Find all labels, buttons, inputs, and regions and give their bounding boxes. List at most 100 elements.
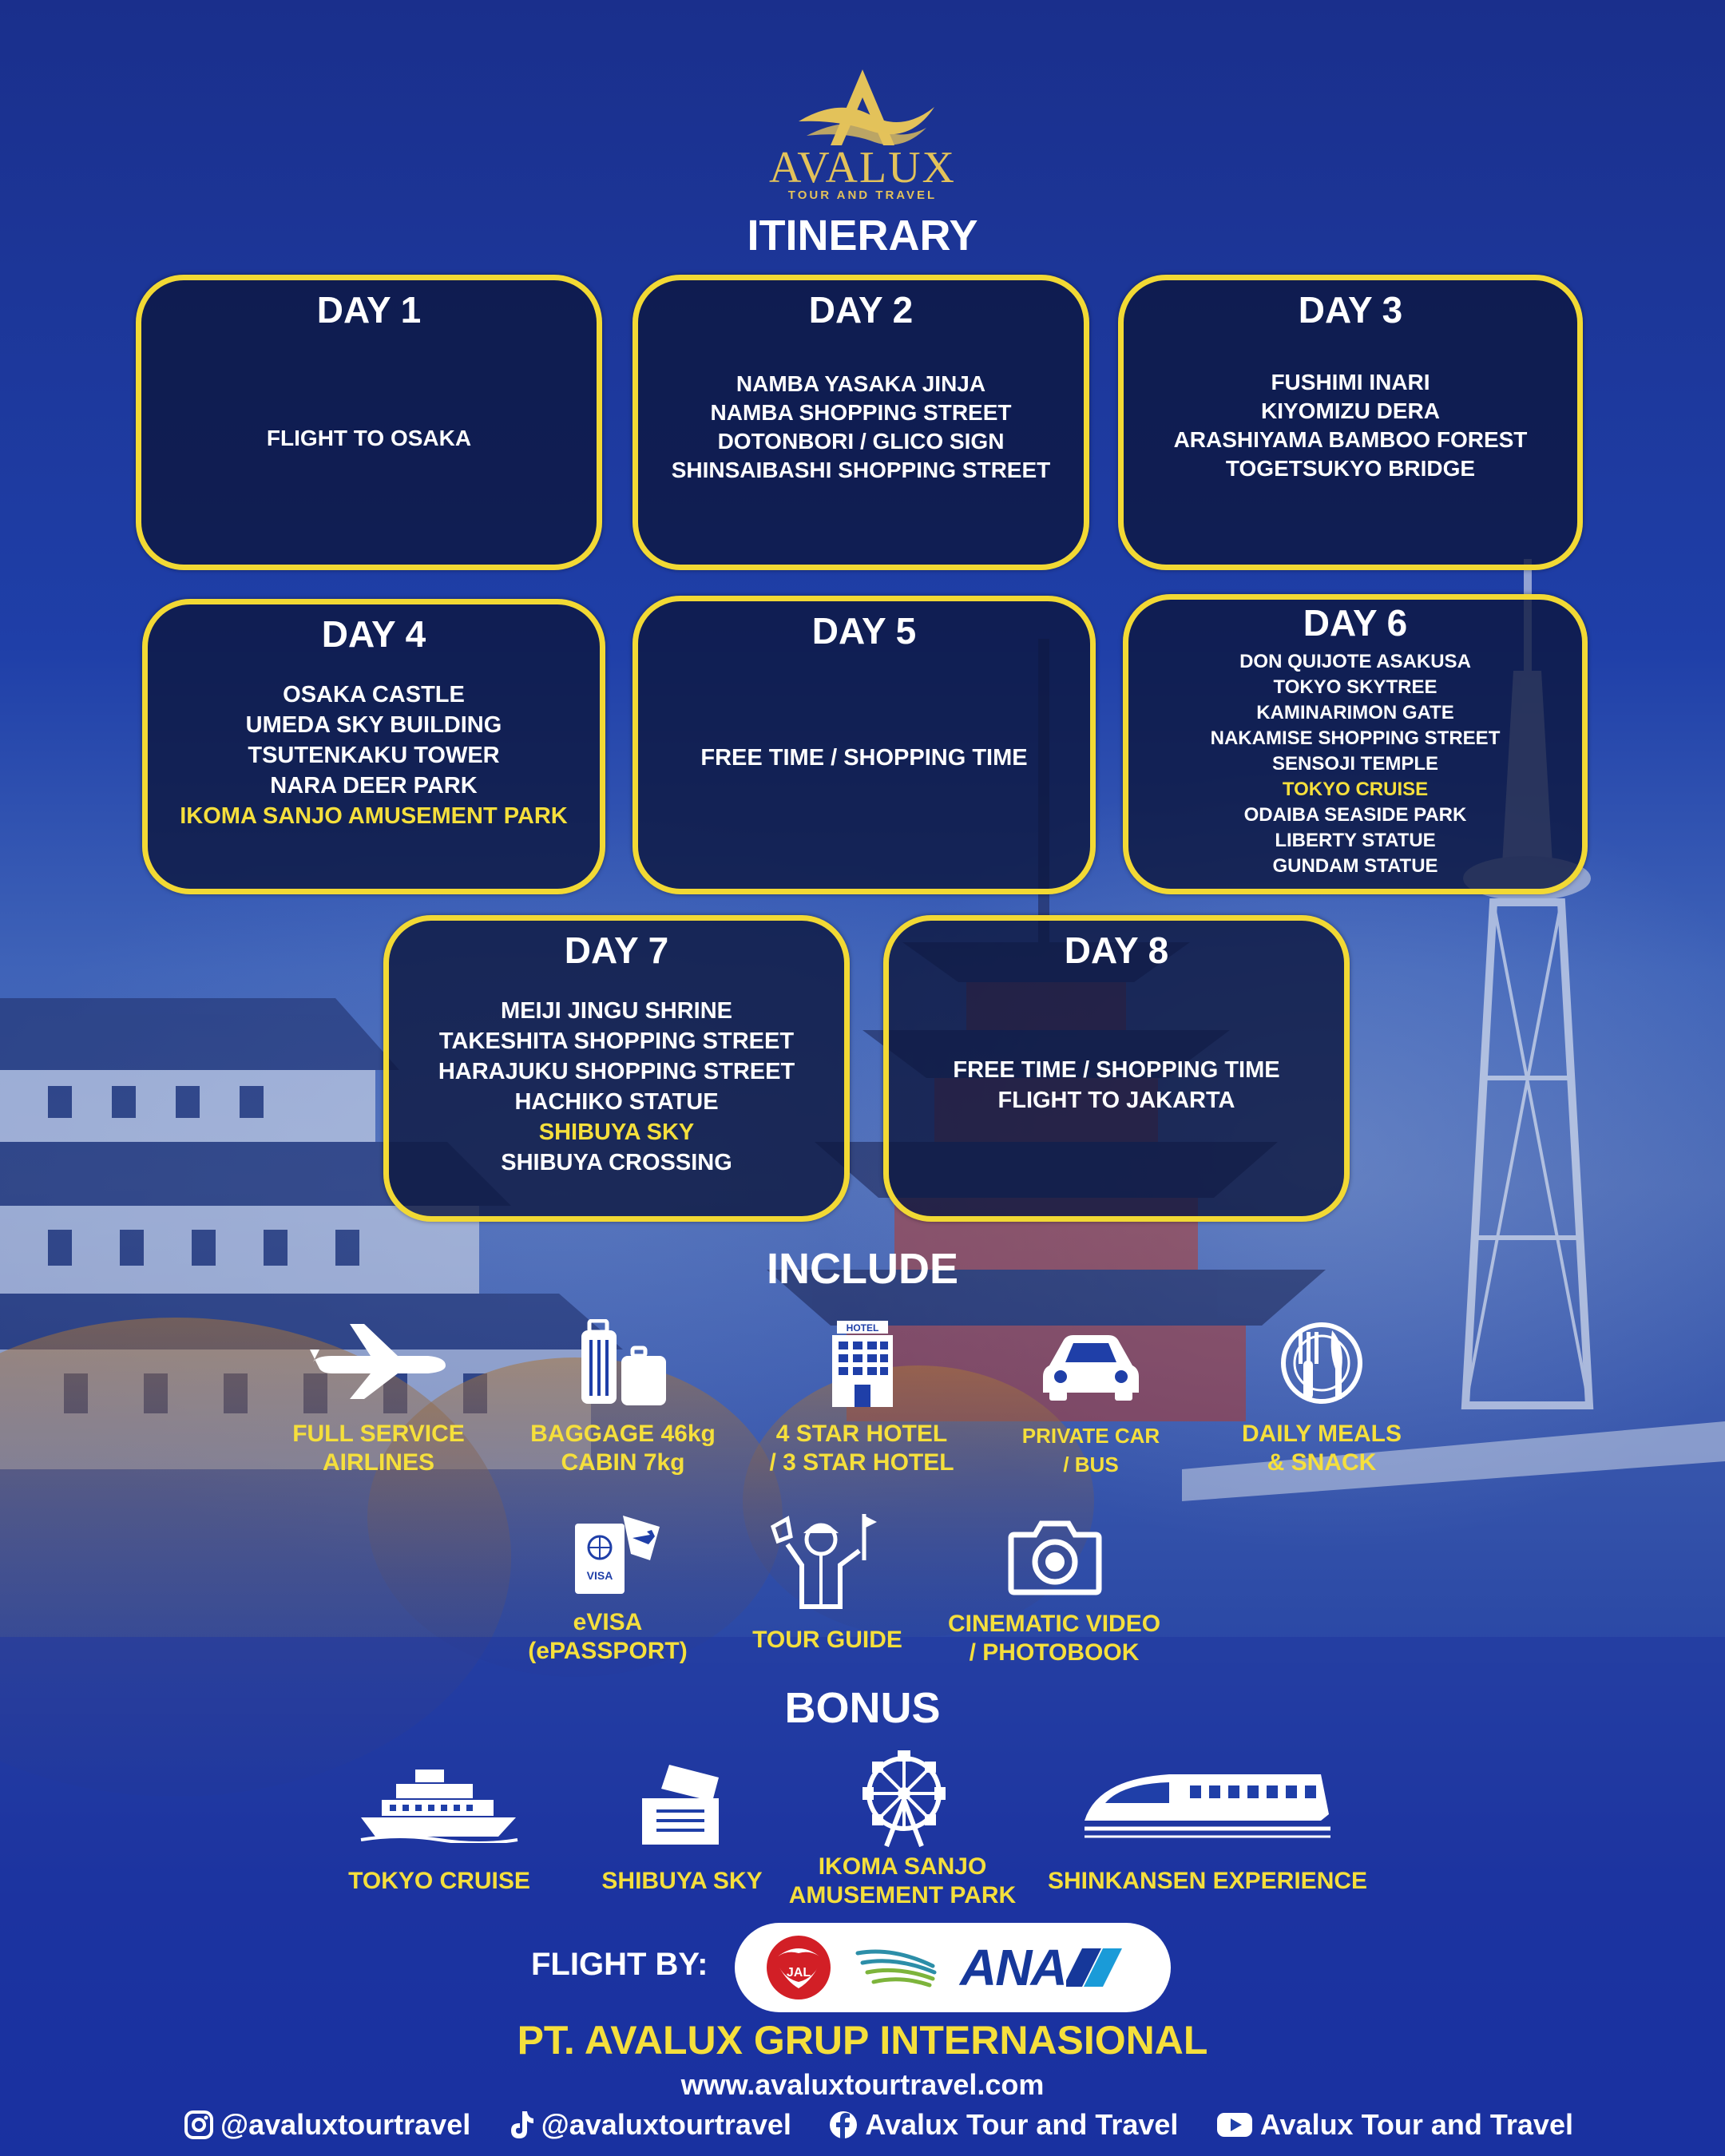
day-item: NAMBA YASAKA JINJA (736, 371, 986, 396)
include-label-line1: PRIVATE CAR (1021, 1424, 1160, 1448)
day-card-5: DAY 5 FREE TIME / SHOPPING TIME (632, 596, 1096, 894)
day-items: FUSHIMI INARI KIYOMIZU DERA ARASHIYAMA B… (1124, 368, 1577, 483)
day-item: LIBERTY STATUE (1275, 830, 1436, 851)
tour-guide-icon (770, 1514, 877, 1609)
day-label: DAY 5 (811, 610, 917, 652)
jal-text: JAL (787, 1966, 811, 1980)
day-item: GUNDAM STATUE (1272, 855, 1438, 877)
include-item-cinematic: CINEMATIC VIDEO / PHOTOBOOK (928, 1610, 1180, 1667)
bonus-label-line1: IKOMA SANJO (818, 1853, 987, 1880)
day-item: SHINSAIBASHI SHOPPING STREET (671, 458, 1051, 482)
include-title: INCLUDE (767, 1245, 958, 1293)
instagram-icon (184, 2110, 213, 2139)
bonus-item-shinkansen: SHINKANSEN EXPERIENCE (1038, 1867, 1377, 1896)
youtube-link[interactable]: Avalux Tour and Travel (1215, 2108, 1573, 2142)
itinerary-title: ITINERARY (747, 212, 978, 260)
bonus-label-line1: TOKYO CRUISE (348, 1868, 530, 1894)
garuda-bird-logo (855, 1949, 937, 1988)
day-label: DAY 3 (1298, 289, 1403, 331)
jal-crane-logo: JAL (767, 1936, 831, 1999)
include-item-airlines: FULL SERVICE AIRLINES (275, 1420, 482, 1477)
cruise-ship-icon (360, 1770, 518, 1843)
website-link[interactable]: www.avaluxtourtravel.com (680, 2068, 1045, 2101)
bonus-item-cruise: TOKYO CRUISE (335, 1867, 543, 1896)
day-card-8: DAY 8 FREE TIME / SHOPPING TIME FLIGHT T… (883, 915, 1350, 1222)
include-label-line1: CINEMATIC VIDEO (947, 1611, 1161, 1637)
tiktok-link[interactable]: @avaluxtourtravel (508, 2108, 791, 2142)
day-label: DAY 8 (1064, 929, 1169, 971)
avalux-logo-icon (799, 69, 934, 145)
day-item: SHIBUYA CROSSING (501, 1150, 732, 1175)
include-label-line1: 4 STAR HOTEL (775, 1421, 948, 1447)
day-items: MEIJI JINGU SHRINE TAKESHITA SHOPPING ST… (389, 996, 844, 1178)
youtube-handle: Avalux Tour and Travel (1259, 2108, 1573, 2141)
ticket-icon (642, 1765, 719, 1845)
ana-text: ANA (960, 1939, 1068, 1996)
day-label: DAY 1 (316, 289, 422, 331)
day-item: HACHIKO STATUE (514, 1089, 719, 1115)
camera-icon (1008, 1520, 1102, 1595)
day-item: FUSHIMI INARI (1271, 370, 1430, 394)
day-items: DON QUIJOTE ASAKUSA TOKYO SKYTREE KAMINA… (1128, 649, 1582, 879)
bonus-item-ikoma: IKOMA SANJO AMUSEMENT PARK (783, 1853, 1022, 1910)
day-item: OSAKA CASTLE (283, 682, 465, 707)
brand-name: AVALUX (769, 143, 956, 192)
instagram-handle: @avaluxtourtravel (220, 2108, 471, 2141)
day-label: DAY 2 (808, 289, 914, 331)
highway-silhouette (1182, 1421, 1725, 1501)
include-label-line2: (ePASSPORT) (528, 1638, 688, 1664)
ana-logo: ANA (960, 1936, 1122, 1999)
day-card-6: DAY 6 DON QUIJOTE ASAKUSA TOKYO SKYTREE … (1123, 594, 1588, 894)
day-items: NAMBA YASAKA JINJA NAMBA SHOPPING STREET… (638, 370, 1084, 485)
include-label-line2: & SNACK (1267, 1449, 1377, 1476)
day-card-7: DAY 7 MEIJI JINGU SHRINE TAKESHITA SHOPP… (383, 915, 850, 1222)
day-item: NARA DEER PARK (270, 773, 478, 799)
day-item: ARASHIYAMA BAMBOO FOREST (1173, 427, 1528, 452)
trees-silhouette (0, 1318, 1725, 2156)
day-item: ODAIBA SEASIDE PARK (1243, 804, 1467, 826)
luggage-icon (581, 1319, 666, 1405)
day-card-4: DAY 4 OSAKA CASTLE UMEDA SKY BUILDING TS… (142, 599, 605, 894)
day-item-highlight: TOKYO CRUISE (1282, 779, 1429, 800)
facebook-icon (830, 2111, 858, 2138)
include-item-tour-guide: TOUR GUIDE (724, 1626, 931, 1655)
day-label: DAY 6 (1303, 602, 1408, 644)
tiktok-handle: @avaluxtourtravel (541, 2108, 791, 2141)
flight-by-label: FLIGHT BY: (531, 1947, 708, 1982)
include-label-line1: eVISA (573, 1609, 643, 1635)
facebook-link[interactable]: Avalux Tour and Travel (828, 2108, 1178, 2142)
car-icon (1043, 1335, 1139, 1401)
day-item: FREE TIME / SHOPPING TIME (700, 745, 1028, 771)
include-label-line2: / BUS (1063, 1453, 1119, 1476)
ana-stripe-mark (1065, 1948, 1122, 1987)
day-item: TAKESHITA SHOPPING STREET (438, 1028, 795, 1054)
bonus-label-line1: SHINKANSEN EXPERIENCE (1047, 1868, 1368, 1894)
day-card-1: DAY 1 FLIGHT TO OSAKA (136, 275, 602, 570)
bonus-label-line1: SHIBUYA SKY (601, 1868, 763, 1894)
include-item-transport: PRIVATE CAR / BUS (987, 1421, 1195, 1479)
day-item: KIYOMIZU DERA (1261, 398, 1440, 423)
youtube-icon (1216, 2113, 1252, 2137)
day-items: FLIGHT TO OSAKA (141, 424, 597, 453)
day-item: NAKAMISE SHOPPING STREET (1210, 727, 1501, 749)
day-card-2: DAY 2 NAMBA YASAKA JINJA NAMBA SHOPPING … (632, 275, 1089, 570)
day-item: DOTONBORI / GLICO SIGN (717, 429, 1005, 454)
day-item: TOKYO SKYTREE (1273, 676, 1438, 698)
day-label: DAY 4 (321, 613, 426, 655)
include-label-line1: FULL SERVICE (292, 1421, 465, 1447)
bullet-train-icon (1085, 1774, 1330, 1838)
include-label-line2: AIRLINES (322, 1449, 434, 1476)
company-name: PT. AVALUX GRUP INTERNASIONAL (517, 2018, 1208, 2063)
include-item-visa: eVISA (ePASSPORT) (508, 1608, 708, 1666)
facebook-handle: Avalux Tour and Travel (865, 2108, 1179, 2141)
ferris-wheel-icon (862, 1750, 946, 1848)
include-label-line1: BAGGAGE 46kg (530, 1421, 716, 1447)
hotel-sign-text: HOTEL (847, 1322, 879, 1334)
day-items: OSAKA CASTLE UMEDA SKY BUILDING TSUTENKA… (148, 680, 600, 831)
include-item-meals: DAILY MEALS & SNACK (1214, 1420, 1430, 1477)
day-item: NAMBA SHOPPING STREET (710, 400, 1012, 425)
instagram-link[interactable]: @avaluxtourtravel (184, 2108, 470, 2142)
bonus-item-shibuya-sky: SHIBUYA SKY (578, 1867, 786, 1896)
social-links: @avaluxtourtravel @avaluxtourtravel Aval… (184, 2105, 1573, 2145)
